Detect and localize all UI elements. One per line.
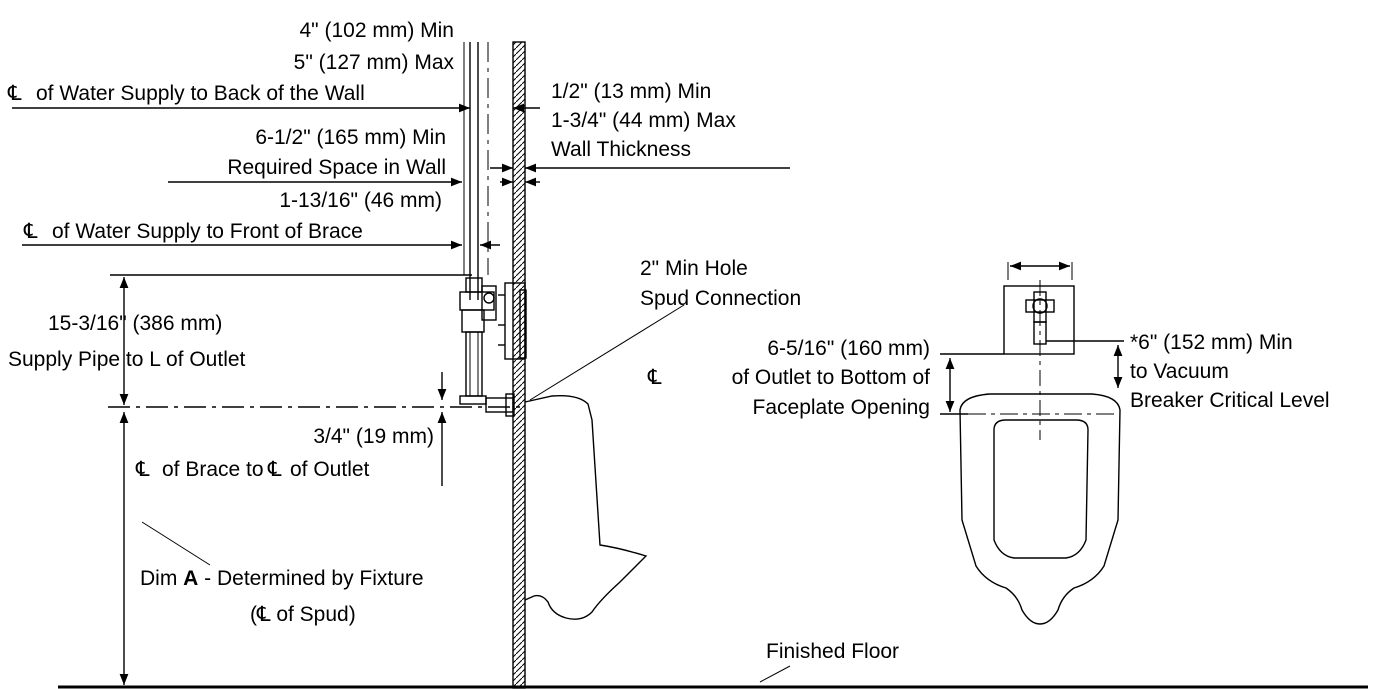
urinal-side-view [524, 394, 648, 620]
back-min-label: 4" (102 mm) Min [300, 19, 455, 42]
wall-min-label: 1/2" (13 mm) Min [551, 80, 711, 103]
spud-prefix: ( [250, 603, 257, 626]
vacuum-label-3: Breaker Critical Level [1130, 389, 1330, 412]
outlet-desc-label-b: of Outlet [290, 458, 370, 481]
supply-val-label: 15-3/16" (386 mm) [48, 312, 222, 335]
hole-label-2: Spud Connection [640, 287, 801, 310]
outlet-val-label: 3/4" (19 mm) [313, 425, 434, 448]
brace-desc-label: of Water Supply to Front of Brace [52, 220, 363, 243]
centerline-symbol: ℄ [647, 365, 662, 389]
water-supply-pipe [463, 42, 489, 300]
brace-val-label: 1-13/16" (46 mm) [279, 189, 442, 212]
centerline-symbol: ℄ [135, 457, 150, 481]
wall-section [512, 41, 526, 689]
urinal-front-view [959, 393, 1121, 625]
spud-label: (℄ of Spud) [250, 602, 356, 626]
faceplate-front-view [1003, 261, 1075, 440]
faceplate-val-label: 6-5/16" (160 mm) [767, 337, 930, 360]
dim-a-prefix: Dim [140, 567, 183, 590]
hole-label-1: 2" Min Hole [640, 257, 748, 280]
space-desc-label: Required Space in Wall [227, 156, 446, 179]
back-max-label: 5" (127 mm) Max [294, 51, 455, 74]
dimension-lines [12, 103, 1124, 685]
spud-suffix: of Spud) [270, 603, 355, 626]
outlet-desc-label-a: of Brace to [162, 458, 264, 481]
finished-floor-label: Finished Floor [766, 640, 899, 663]
flushometer-valve [459, 277, 527, 417]
vacuum-label-1: *6" (152 mm) Min [1130, 331, 1293, 354]
space-min-label: 6-1/2" (165 mm) Min [255, 126, 446, 149]
wall-desc-label: Wall Thickness [551, 138, 691, 161]
supply-desc-label: Supply Pipe to L of Outlet [8, 348, 246, 371]
faceplate-desc-label-1: of Outlet to Bottom of [732, 366, 931, 389]
back-desc-label: of Water Supply to Back of the Wall [36, 82, 365, 105]
dim-a-label: Dim A - Determined by Fixture [140, 567, 424, 590]
vacuum-label-2: to Vacuum [1130, 360, 1229, 383]
urinal-bowl-opening [993, 419, 1089, 559]
centerline-symbol: ℄ [267, 457, 282, 481]
dim-a-bold: A [183, 567, 198, 590]
centerline-symbol: ℄ [7, 81, 22, 105]
wall-max-label: 1-3/4" (44 mm) Max [551, 109, 736, 132]
dim-a-suffix: - Determined by Fixture [198, 567, 423, 590]
centerline-symbol: ℄ [256, 602, 271, 626]
faceplate-desc-label-2: Faceplate Opening [753, 396, 930, 419]
centerline-symbol: ℄ [23, 219, 38, 243]
